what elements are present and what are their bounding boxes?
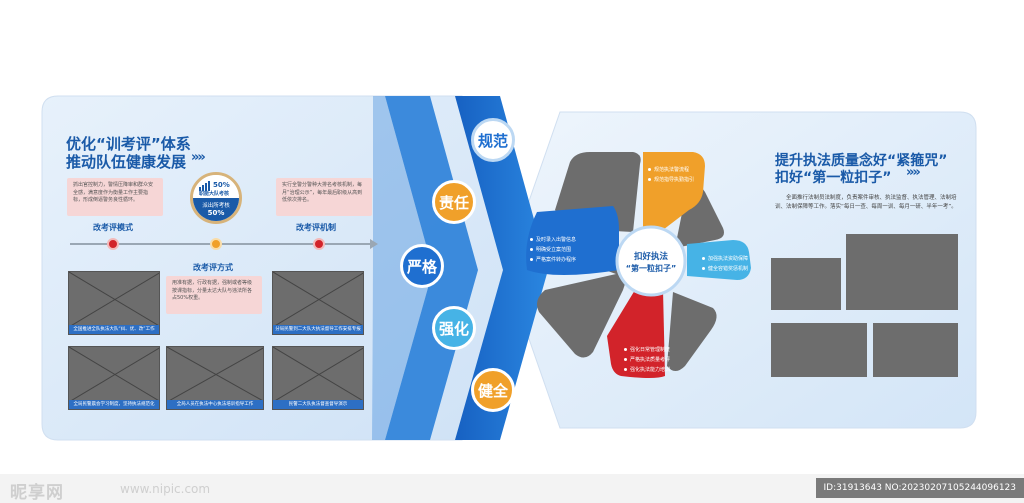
timeline-dot-mid: [210, 238, 222, 250]
lightblue-item: 加强执法资助保障: [702, 255, 748, 264]
photo-placeholder: 民警二大队执法督查督导演示: [272, 346, 364, 410]
left-title-line2: 推动队伍健康发展: [66, 153, 187, 171]
timeline-dot-right: [313, 238, 325, 250]
blue-item: 严格案件转办程序: [530, 256, 576, 265]
label-mechanism: 改考评机制: [296, 223, 336, 232]
blue-item: 及时录入出警信息: [530, 236, 576, 245]
photo-caption: 全国推进全队执法大队“纠、优、改”工作: [69, 325, 159, 334]
lightblue-item: 健全容错奖惩机制: [702, 265, 748, 274]
label-mode: 改考评模式: [93, 223, 133, 232]
photo-caption: 全局人员在执法中心执法培训指导工作: [167, 400, 263, 409]
red-item: 强化执法能力培训: [624, 366, 670, 375]
photo-caption: 分局民警到二大队大执法督导工作安排专报: [273, 325, 363, 334]
left-title-line1: 优化“训考评”体系: [66, 135, 191, 153]
red-item: 强化日常管理制度: [624, 346, 670, 355]
box-left: 抓出官控制力，警情压降审和群众安全感，满意度作为衡量工作主要指标，形成倒逼警务良…: [67, 178, 163, 216]
chevron-item-yange: 严格: [400, 244, 444, 288]
wheel-center-line1: 扣好执法: [633, 252, 668, 262]
badge-top-percent: 50%: [213, 181, 230, 189]
right-title-arrows: »»: [906, 165, 921, 180]
red-item: 严格执法质量考评: [624, 356, 670, 365]
photo-placeholder: 全局人员在执法中心执法培训指导工作: [166, 346, 264, 410]
chevron-item-zeren: 责任: [432, 180, 476, 224]
chevron-item-jianquan: 健全: [471, 368, 515, 412]
photo-caption: 全局民警晨会学习制度，坚持执法规范化: [69, 400, 159, 409]
box-mid: 用准有据，行政有据，强制或者等级按课指标，分量太达大队与违法所各占50%权重。: [166, 276, 262, 314]
right-body-text: 全面推行法制员法制度，负责案件审核、执法监督、执法管理、法制培训、法制保障等工作…: [775, 195, 957, 210]
right-title-line2: 扣好“第一粒扣子”: [775, 170, 892, 186]
photo-placeholder: [873, 323, 958, 377]
photo-placeholder: [771, 323, 867, 377]
photo-placeholder: [846, 234, 958, 310]
box-right: 实行全警分警种大排名考核机制，每月“治理公示”，每年最后职级从高到低依次排名。: [276, 178, 372, 216]
assessment-badge: 50% 职能大队考核 派出所考核 50%: [190, 172, 242, 224]
blue-item: 明确受立案范围: [530, 246, 571, 255]
watermark-logo: 昵享网: [10, 483, 64, 503]
image-id-label: ID:31913643 NO:20230207105244096123: [815, 478, 1024, 498]
timeline-dot-left: [107, 238, 119, 250]
left-title-arrows: »»: [191, 150, 206, 165]
watermark-url: www.nipic.com: [120, 482, 211, 496]
chevron-item-guifan: 规范: [471, 118, 515, 162]
petal-wheel: [526, 152, 751, 378]
orange-item: 规范指导执勤指引: [648, 176, 694, 185]
badge-bottom-percent: 50%: [207, 209, 225, 217]
chart-icon: [199, 181, 210, 191]
photo-placeholder: 全国推进全队执法大队“纠、优、改”工作: [68, 271, 160, 335]
right-title-line1: 提升执法质量念好“紧箍咒”: [775, 153, 948, 169]
photo-placeholder: 全局民警晨会学习制度，坚持执法规范化: [68, 346, 160, 410]
chevron-item-qianghua: 强化: [432, 306, 476, 350]
badge-mid-label: 职能大队考核: [199, 191, 230, 197]
photo-placeholder: 分局民警到二大队大执法督导工作安排专报: [272, 271, 364, 335]
orange-item: 规范执法警流程: [648, 166, 689, 175]
badge-bottom-label: 派出所考核: [202, 203, 230, 209]
footer-bar: 昵享网 www.nipic.com ID:31913643 NO:2023020…: [0, 474, 1024, 503]
wheel-center-line2: “第一粒扣子”: [625, 264, 677, 273]
label-method: 改考评方式: [193, 263, 233, 272]
photo-caption: 民警二大队执法督查督导演示: [273, 400, 363, 409]
photo-placeholder: [771, 258, 841, 310]
